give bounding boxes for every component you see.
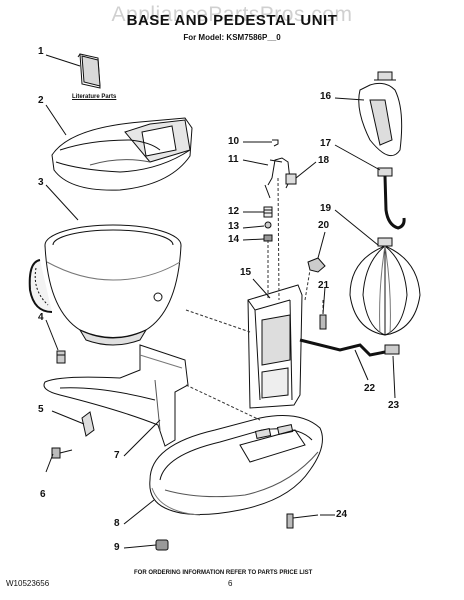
callout-10: 10 — [228, 136, 240, 147]
callout-21: 21 — [318, 280, 330, 291]
literature-booklet — [77, 53, 101, 89]
hinge-pin-assembly — [264, 157, 297, 199]
screw-24 — [286, 513, 319, 529]
model-subtitle: For Model: KSM7586P__0 — [183, 33, 281, 42]
callout-17: 17 — [320, 138, 332, 149]
callout-19: 19 — [320, 203, 332, 214]
spring-washer-nut — [263, 206, 273, 242]
callout-20: 20 — [318, 220, 330, 231]
callout-5: 5 — [38, 404, 44, 415]
callout-15: 15 — [240, 267, 252, 278]
ordering-note: FOR ORDERING INFORMATION REFER TO PARTS … — [134, 570, 313, 576]
document-number: W10523656 — [6, 579, 50, 588]
watermark: AppliancePartsPros.com — [111, 3, 353, 26]
pouring-shield — [51, 117, 193, 191]
wire-whip — [349, 237, 421, 336]
page-number: 6 — [228, 579, 233, 588]
callout-4: 4 — [38, 312, 44, 323]
base-unit — [149, 415, 323, 516]
callout-8: 8 — [114, 518, 120, 529]
callout-2: 2 — [38, 95, 44, 106]
mixing-bowl — [28, 224, 182, 346]
callout-9: 9 — [114, 542, 120, 553]
bowl-clamp-plate — [43, 344, 189, 447]
callout-7: 7 — [114, 450, 120, 461]
callout-24: 24 — [336, 509, 348, 520]
callout-12: 12 — [228, 206, 240, 217]
callout-18: 18 — [318, 155, 330, 166]
callout-14: 14 — [228, 234, 240, 245]
leader-lines — [45, 54, 396, 549]
clip — [81, 411, 95, 437]
bowl-clamp-pin — [56, 350, 66, 364]
screw-6 — [51, 447, 73, 459]
literature-label: Literature Parts — [72, 94, 117, 100]
crank-shaft — [299, 338, 400, 357]
callout-1: 1 — [38, 46, 44, 57]
screw-10 — [272, 139, 279, 147]
callout-11: 11 — [228, 154, 239, 165]
pedestal — [247, 284, 303, 409]
page-title: BASE AND PEDESTAL UNIT — [126, 12, 338, 29]
callout-23: 23 — [388, 400, 400, 411]
callout-16: 16 — [320, 91, 332, 102]
foot — [155, 539, 169, 551]
screw-21 — [319, 314, 327, 330]
flat-beater — [358, 71, 403, 157]
callout-6: 6 — [40, 489, 46, 500]
lock-lever — [307, 257, 326, 273]
callout-13: 13 — [228, 221, 240, 232]
assembly-guide-lines — [185, 177, 324, 421]
callout-3: 3 — [38, 177, 44, 188]
callout-22: 22 — [364, 383, 376, 394]
dough-hook — [377, 167, 406, 230]
